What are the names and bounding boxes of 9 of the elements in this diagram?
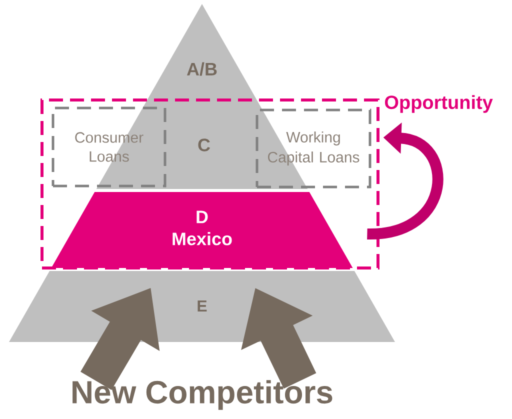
pyramid-layer: A/B	[147, 4, 257, 100]
caption-text: New Competitors	[72, 380, 332, 410]
dashed-box: Consumer Loans	[52, 106, 166, 188]
pyramid-layer: E	[9, 270, 395, 342]
node-label: D	[196, 210, 208, 224]
node-label: Opportunity	[384, 95, 493, 113]
pyramid-layer: D Mexico	[51, 192, 353, 268]
dashed-box: Working Capital Loans	[256, 108, 372, 188]
node-label: Mexico	[172, 232, 232, 246]
